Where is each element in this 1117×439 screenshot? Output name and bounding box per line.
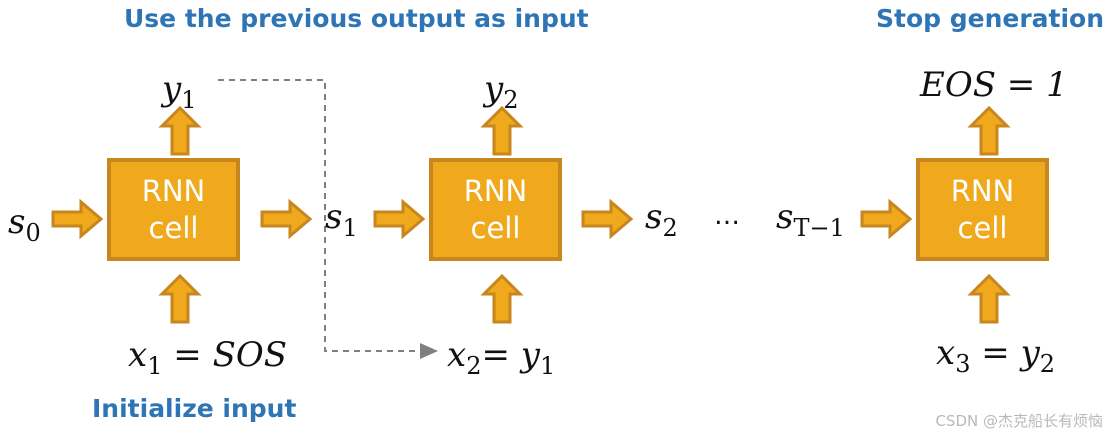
label-s0: s0 bbox=[8, 202, 41, 247]
rnn-cell-1: RNN cell bbox=[107, 158, 240, 261]
arrow-sT1-to-cell3 bbox=[860, 198, 913, 240]
label-s2: s2 bbox=[645, 197, 678, 242]
cell-label-line1: RNN bbox=[463, 174, 528, 209]
caption-stop-generation: Stop generation bbox=[876, 4, 1105, 33]
cell-label-line2: cell bbox=[470, 210, 521, 245]
rnn-cell-2: RNN cell bbox=[429, 158, 562, 261]
watermark: CSDN @杰克船长有烦恼 bbox=[935, 412, 1103, 430]
caption-use-previous-output: Use the previous output as input bbox=[124, 4, 589, 33]
label-y2: y2 bbox=[484, 69, 519, 114]
rnn-cell-3: RNN cell bbox=[916, 158, 1049, 261]
arrow-s1-to-cell2 bbox=[373, 198, 426, 240]
arrow-x1-to-cell1 bbox=[158, 273, 202, 324]
label-ellipsis: … bbox=[714, 201, 740, 231]
arrow-cell2-to-s2 bbox=[581, 198, 634, 240]
caption-initialize-input: Initialize input bbox=[92, 394, 297, 423]
arrow-cell3-to-eos bbox=[967, 105, 1011, 156]
label-x2-y1: x2= y1 bbox=[447, 335, 556, 380]
dashed-feedback-arrow bbox=[218, 79, 438, 359]
label-eos: EOS = 1 bbox=[920, 65, 1068, 105]
label-sT-1: sT−1 bbox=[776, 197, 845, 242]
label-y1: y1 bbox=[162, 69, 197, 114]
arrow-x2-to-cell2 bbox=[480, 273, 524, 324]
label-x1-sos: x1 = SOS bbox=[128, 335, 288, 380]
arrow-cell1-to-s1 bbox=[260, 198, 313, 240]
cell-label-line1: RNN bbox=[950, 174, 1015, 209]
label-x3-y2: x3 = y2 bbox=[936, 333, 1056, 378]
cell-label-line2: cell bbox=[148, 210, 199, 245]
arrow-cell2-to-y2 bbox=[480, 105, 524, 156]
cell-label-line1: RNN bbox=[141, 174, 206, 209]
arrow-s0-to-cell1 bbox=[51, 198, 104, 240]
label-s1: s1 bbox=[325, 197, 358, 242]
arrow-cell1-to-y1 bbox=[158, 105, 202, 156]
cell-label-line2: cell bbox=[957, 210, 1008, 245]
arrow-x3-to-cell3 bbox=[967, 273, 1011, 324]
